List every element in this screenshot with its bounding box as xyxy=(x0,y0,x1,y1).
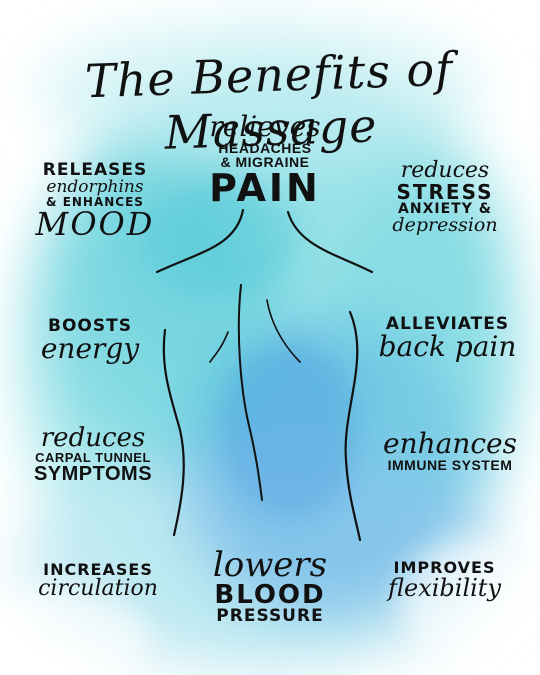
benefit-lowers-blood-pressure: lowers BLOOD PRESSURE xyxy=(195,548,345,625)
benefit-keyword: SYMPTOMS xyxy=(33,463,153,485)
benefit-verb: reduces xyxy=(400,158,490,183)
right-shoulder-blade xyxy=(266,299,301,363)
benefit-keyword: circulation xyxy=(38,576,158,601)
left-shoulder-blade xyxy=(209,331,229,363)
benefit-verb: BOOSTS xyxy=(48,316,132,336)
benefit-verb: ALLEVIATES xyxy=(385,314,510,334)
benefit-reduces-carpal-tunnel: reduces CARPAL TUNNEL SYMPTOMS xyxy=(28,425,158,484)
spine-line xyxy=(237,284,263,501)
benefit-verb: reduces xyxy=(40,423,146,453)
benefit-keyword: BLOOD xyxy=(214,580,326,610)
benefit-detail: & ENHANCES xyxy=(46,195,144,209)
benefit-verb: RELEASES xyxy=(42,160,148,180)
benefit-keyword: back pain xyxy=(378,330,517,363)
benefit-keyword: PRESSURE xyxy=(216,606,324,626)
benefit-increases-circulation: INCREASES circulation xyxy=(28,562,168,600)
left-torso-outline xyxy=(162,328,185,537)
benefit-detail: HEADACHES xyxy=(218,140,312,156)
benefit-detail: ANXIETY & xyxy=(398,201,492,217)
benefit-enhances-immune-system: enhances IMMUNE SYSTEM xyxy=(375,427,525,473)
benefit-verb: INCREASES xyxy=(43,560,153,579)
benefit-detail: CARPAL TUNNEL xyxy=(35,450,151,465)
benefit-improves-flexibility: IMPROVES flexibility xyxy=(372,558,517,602)
benefit-verb: enhances xyxy=(383,427,517,460)
benefit-reduces-stress: reduces STRESS ANXIETY & depression xyxy=(380,160,510,235)
benefit-verb: relieves xyxy=(209,110,321,143)
benefit-keyword: flexibility xyxy=(387,574,501,602)
benefit-alleviates-back-pain: ALLEVIATES back pain xyxy=(365,316,530,361)
right-shoulder-line xyxy=(286,210,374,274)
benefit-boosts-energy: BOOSTS energy xyxy=(30,318,150,363)
benefit-keyword: STRESS xyxy=(396,180,494,204)
benefit-releases-endorphins: RELEASES endorphins & ENHANCES MOOD xyxy=(30,160,160,243)
benefit-verb: lowers xyxy=(212,545,328,585)
benefit-detail: & MIGRAINE xyxy=(220,154,310,170)
benefit-relieves-pain: relieves HEADACHES & MIGRAINE PAIN xyxy=(195,110,335,210)
left-shoulder-line xyxy=(155,208,245,274)
benefit-keyword: MOOD xyxy=(35,205,155,243)
benefit-keyword: PAIN xyxy=(209,166,321,210)
benefit-verb: IMPROVES xyxy=(393,558,496,577)
benefit-detail: depression xyxy=(392,214,498,236)
right-torso-outline xyxy=(344,310,362,542)
benefit-keyword: IMMUNE SYSTEM xyxy=(387,457,513,473)
benefit-detail: endorphins xyxy=(46,177,144,197)
benefit-keyword: energy xyxy=(40,332,140,365)
